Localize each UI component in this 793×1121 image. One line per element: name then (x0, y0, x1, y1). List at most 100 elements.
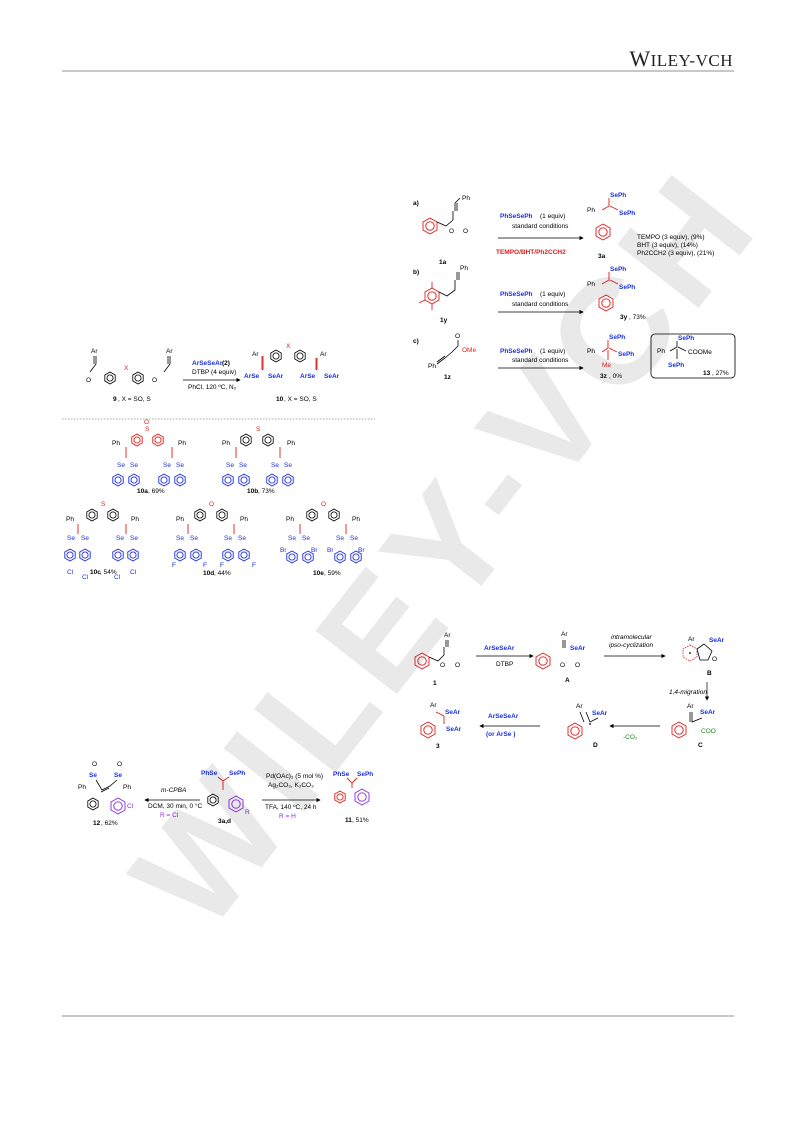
ph-label: Ph (112, 440, 120, 447)
phenyl-ring (87, 797, 99, 811)
se-label: Se (224, 535, 232, 542)
se-label: Se (238, 535, 246, 542)
conditions-text: standard conditions (512, 301, 569, 308)
br-label: Br (280, 547, 287, 554)
oxygen-label: O (209, 501, 214, 508)
se-label: Se (239, 462, 247, 469)
logo-text: ILEY-VCH (650, 51, 733, 70)
alkyne-bond (438, 272, 460, 297)
scheme-a-label: a) (413, 200, 419, 207)
phenyl-ring-1a (422, 217, 438, 235)
seph-label-2: SePh (619, 210, 635, 217)
compound-10d: 10d (203, 570, 214, 577)
phenyl-ring-A (535, 652, 551, 670)
se-label: Se (130, 462, 138, 469)
ar-label: Ar (430, 702, 437, 709)
step-migration: 1,4-migration (669, 689, 707, 696)
phse-label: PhSe (333, 771, 350, 778)
alkene-bonds (235, 447, 281, 458)
ph-label: Ph (462, 195, 470, 202)
vinyl-bond (562, 640, 566, 648)
sear-label: SeAr (592, 710, 608, 717)
side-product-box (650, 333, 736, 379)
seph-label-1: SePh (610, 192, 626, 199)
se-label: Se (350, 535, 358, 542)
compound-3y: 3y (620, 314, 628, 321)
aryl-ring (216, 508, 228, 522)
reagent-equiv: (1 equiv) (540, 291, 565, 298)
cl-label: Cl (127, 803, 134, 810)
result-tempo: TEMPO (3 equiv), (9%) (637, 234, 705, 241)
se-label: Se (288, 535, 296, 542)
ar-label: Ar (166, 348, 173, 355)
alkene-bond (261, 356, 264, 370)
ar-label: Ar (252, 351, 259, 358)
se-phenyl-ring (266, 473, 278, 487)
ester-o-label: O (449, 228, 454, 235)
aryl-ring (152, 433, 164, 447)
se-phenyl-ring (112, 473, 124, 487)
radical-dot (689, 652, 691, 654)
mcpba-label: m-CPBA (161, 787, 186, 794)
yield-10c: , 54% (100, 569, 117, 576)
o-label: O (152, 377, 157, 384)
alkene-bond (95, 779, 118, 793)
se-aryl-ring (302, 550, 314, 564)
compound-10a: 10a (137, 488, 148, 495)
dtbp-cond: DTBP (4 equiv) (192, 369, 236, 376)
conditions-text: standard conditions (512, 223, 569, 230)
ph-label: Ph (587, 348, 595, 355)
reagent-equiv: (1 equiv) (540, 348, 565, 355)
step-intramolecular: intramolecular (611, 634, 653, 641)
se-aryl-ring (79, 548, 91, 562)
phenyl-ring-D (567, 722, 583, 740)
alkyne-bond (428, 640, 449, 662)
result-ph2cch2: Ph2CCH2 (3 equiv), (21%) (637, 250, 714, 257)
aryl-ring-left (104, 371, 116, 385)
alkene-bonds (187, 524, 235, 534)
header-rule (62, 70, 734, 72)
aryl-ring (306, 508, 318, 522)
ph-label: Ph (352, 516, 360, 523)
scheme-b-label: b) (413, 269, 419, 276)
solvent-temp-cond: PhCl, 120 ºC, N₂ (188, 384, 237, 391)
se-label: Se (67, 535, 75, 542)
ar-label: Ar (444, 632, 451, 639)
yield-3z: , 0% (609, 373, 622, 380)
yield-10d: , 44% (214, 570, 231, 577)
seph-label-2: SePh (618, 351, 634, 358)
r-h-cond: R = H (279, 813, 296, 820)
mcpba-cond: DCM, 30 min, 0 °C (148, 802, 203, 810)
seph-label-1: SePh (610, 266, 626, 273)
ph-label: Ph (428, 363, 436, 370)
f-label: F (172, 562, 176, 569)
alkyne-bond (436, 197, 461, 227)
reagent-equiv: (1 equiv) (540, 213, 565, 220)
se-phenyl-ring (238, 473, 250, 487)
sulfur-label: S (256, 426, 261, 433)
sear-label: SeAr (324, 373, 340, 380)
aryl-ring-right (294, 349, 306, 363)
reagent-arsesear: ArSeSeAr (488, 713, 519, 720)
cl-label: Cl (114, 574, 121, 581)
ome-label: OMe (462, 347, 476, 354)
o-label: O (86, 377, 91, 384)
alkyne-bond (163, 356, 171, 373)
se-label: Se (130, 535, 138, 542)
compound-1z: 1z (444, 374, 452, 381)
sulfur-label: S (101, 501, 106, 508)
intermediate-D: D (593, 742, 598, 749)
radical-scavengers: TEMPO/BHT/Ph2CCH2 (496, 249, 566, 256)
seph-label-1: SePh (609, 334, 625, 341)
se-label: Se (302, 535, 310, 542)
alkene-bond (601, 198, 619, 211)
sear-label-2: SeAr (446, 726, 462, 733)
mechanism-scheme: Ar O O 1 ArSeSeAr DTBP Ar SeAr O O A int… (414, 631, 725, 750)
yield-12: , 62% (101, 820, 118, 827)
compound-10: 10 (276, 396, 284, 403)
se-label: Se (163, 462, 171, 469)
seph-label: SePh (229, 770, 245, 777)
arse-label: ArSe (244, 373, 260, 380)
compound-1y: 1y (440, 317, 448, 324)
scheme-c: c) Ph O OMe 1z PhSeSePh (1 equiv) standa… (413, 333, 736, 381)
